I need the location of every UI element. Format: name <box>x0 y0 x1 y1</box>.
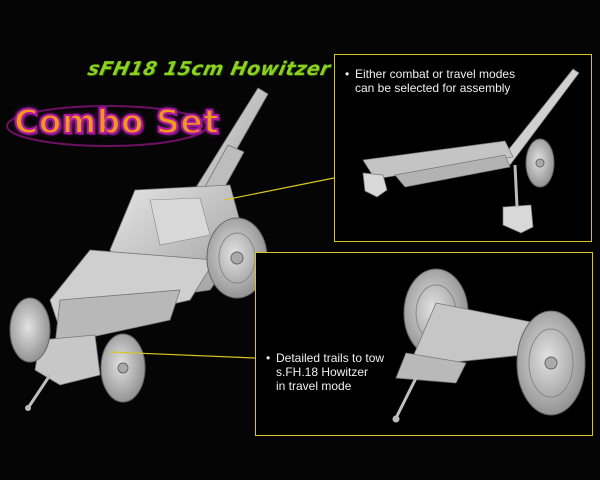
callout-text-combat-travel: • Either combat or travel modes can be se… <box>345 67 515 95</box>
callout-line: Detailed trails to tow <box>276 351 385 365</box>
callout-connector-bottom <box>109 351 256 359</box>
badge-swoosh-icon <box>6 105 208 147</box>
callout-line: s.FH.18 Howitzer <box>276 365 369 379</box>
howitzer-combat-mode-model <box>362 68 580 234</box>
callout-text-trails: • Detailed trails to tow s.FH.18 Howitzer… <box>266 351 384 393</box>
limber-travel-mode-model <box>392 268 586 423</box>
callout-trails: • Detailed trails to tow s.FH.18 Howitzer… <box>255 252 593 436</box>
product-subtitle: sFH18 15cm Howitzer <box>85 58 333 80</box>
callout-connector-top <box>223 177 335 201</box>
bullet-icon: • <box>266 351 271 365</box>
combo-set-title: Combo Set <box>13 101 220 142</box>
combo-set-badge: Combo Set <box>4 98 220 152</box>
limber-wheels <box>9 297 146 403</box>
callout-line: can be selected for assembly <box>355 81 511 95</box>
callout-line: in travel mode <box>276 379 352 393</box>
callout-line: Either combat or travel modes <box>355 67 516 81</box>
callout-combat-travel: • Either combat or travel modes can be se… <box>334 54 592 242</box>
bullet-icon: • <box>345 67 350 81</box>
